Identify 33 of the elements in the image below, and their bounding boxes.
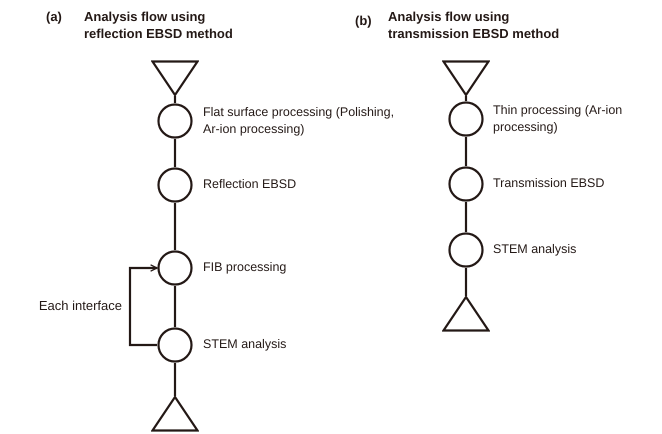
connector-line: [464, 268, 468, 296]
panel-heading: Analysis flow using transmission EBSD method: [388, 8, 560, 42]
connector-line: [174, 139, 176, 167]
process-circle: [448, 232, 484, 268]
end-triangle: [442, 296, 490, 332]
step-label: Thin processing (Ar-ion processing): [493, 102, 624, 136]
step-label: FIB processing: [203, 259, 288, 276]
process-circle: [157, 103, 193, 139]
connector-line: [174, 96, 176, 103]
process-circle: [157, 250, 193, 286]
panel-heading: (a): [46, 8, 63, 25]
step-label: Transmission EBSD: [493, 175, 606, 192]
connector-line: [174, 363, 176, 396]
connector-line: [464, 96, 468, 101]
process-circle: [448, 101, 484, 137]
step-label: STEM analysis: [203, 336, 288, 353]
step-label: Flat surface processing (Polishing, Ar-ion processing): [203, 104, 396, 138]
process-circle: [448, 166, 484, 202]
edge-label: Each interface: [38, 298, 122, 312]
panel-heading: Analysis flow using reflection EBSD method: [84, 8, 234, 42]
step-label: Reflection EBSD: [203, 176, 298, 193]
start-triangle: [442, 60, 490, 96]
start-triangle: [151, 60, 199, 96]
connector-line: [174, 203, 176, 250]
end-triangle: [151, 396, 199, 432]
connector-line: [464, 202, 468, 232]
process-circle: [157, 327, 193, 363]
connector-line: [464, 137, 468, 166]
step-label: STEM analysis: [493, 241, 578, 258]
process-circle: [157, 167, 193, 203]
panel-heading: (b): [355, 12, 373, 29]
connector-line: [174, 286, 176, 327]
loop-arrow: [128, 264, 158, 346]
